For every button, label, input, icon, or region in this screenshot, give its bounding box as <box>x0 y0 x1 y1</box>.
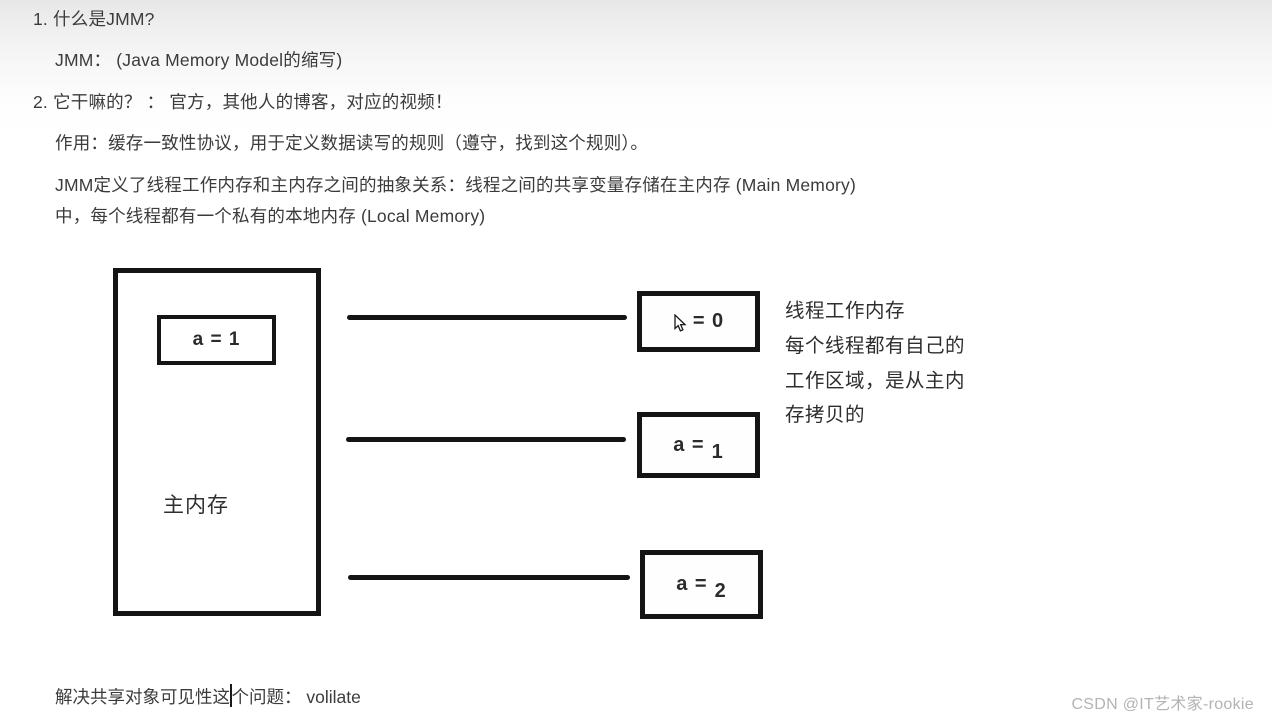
note-line-q2-detail-1[interactable]: JMM定义了线程工作内存和主内存之间的抽象关系：线程之间的共享变量存储在主内存 … <box>55 175 857 195</box>
thread-memory-box-1: = 0 <box>637 291 760 352</box>
main-memory-variable-box: a = 1 <box>157 315 276 365</box>
conclusion-text-before-caret: 解决共享对象可见性这 <box>55 687 230 707</box>
note-line-q2-purpose[interactable]: 作用：缓存一致性协议，用于定义数据读写的规则（遵守，找到这个规则）。 <box>55 133 649 153</box>
main-memory-variable-value: a = 1 <box>192 329 241 350</box>
thread-box-3-prefix: a = <box>676 573 708 595</box>
connector-line-2 <box>346 437 626 442</box>
csdn-watermark: CSDN @IT艺术家-rookie <box>1071 696 1254 713</box>
thread-memory-box-2: a = 1 <box>637 412 760 478</box>
thread-box-3-value: 2 <box>714 580 727 602</box>
thread-box-2-value: 1 <box>711 440 724 463</box>
thread-box-1-value: = 0 <box>692 310 725 332</box>
connector-line-3 <box>348 575 630 580</box>
annotation-line-1: 线程工作内存 <box>785 300 906 322</box>
note-line-conclusion[interactable]: 解决共享对象可见性这个问题： volilate <box>55 684 361 709</box>
main-memory-label: 主内存 <box>163 494 229 517</box>
mouse-pointer-icon <box>674 314 687 332</box>
thread-memory-box-3: a = 2 <box>640 550 763 619</box>
note-line-q2-title[interactable]: 2. 它干嘛的？ ： 官方，其他人的博客，对应的视频！ <box>33 92 453 112</box>
note-line-q1-title[interactable]: 1. 什么是JMM? <box>33 9 155 29</box>
thread-memory-annotation: 线程工作内存 每个线程都有自己的 工作区域，是从主内 存拷贝的 <box>785 294 965 433</box>
text-caret <box>230 684 232 707</box>
conclusion-text-after-caret: 个问题： volilate <box>231 687 361 707</box>
note-line-q1-answer[interactable]: JMM： (Java Memory Model的缩写) <box>55 50 343 70</box>
annotation-line-3: 工作区域，是从主内 <box>785 369 966 392</box>
annotation-line-4: 存拷贝的 <box>785 404 866 427</box>
main-memory-box <box>113 268 321 616</box>
thread-box-2-prefix: a = <box>673 433 705 456</box>
connector-line-1 <box>347 315 627 320</box>
note-line-q2-detail-2[interactable]: 中，每个线程都有一个私有的本地内存 (Local Memory) <box>55 206 486 226</box>
annotation-line-2: 每个线程都有自己的 <box>785 334 966 357</box>
